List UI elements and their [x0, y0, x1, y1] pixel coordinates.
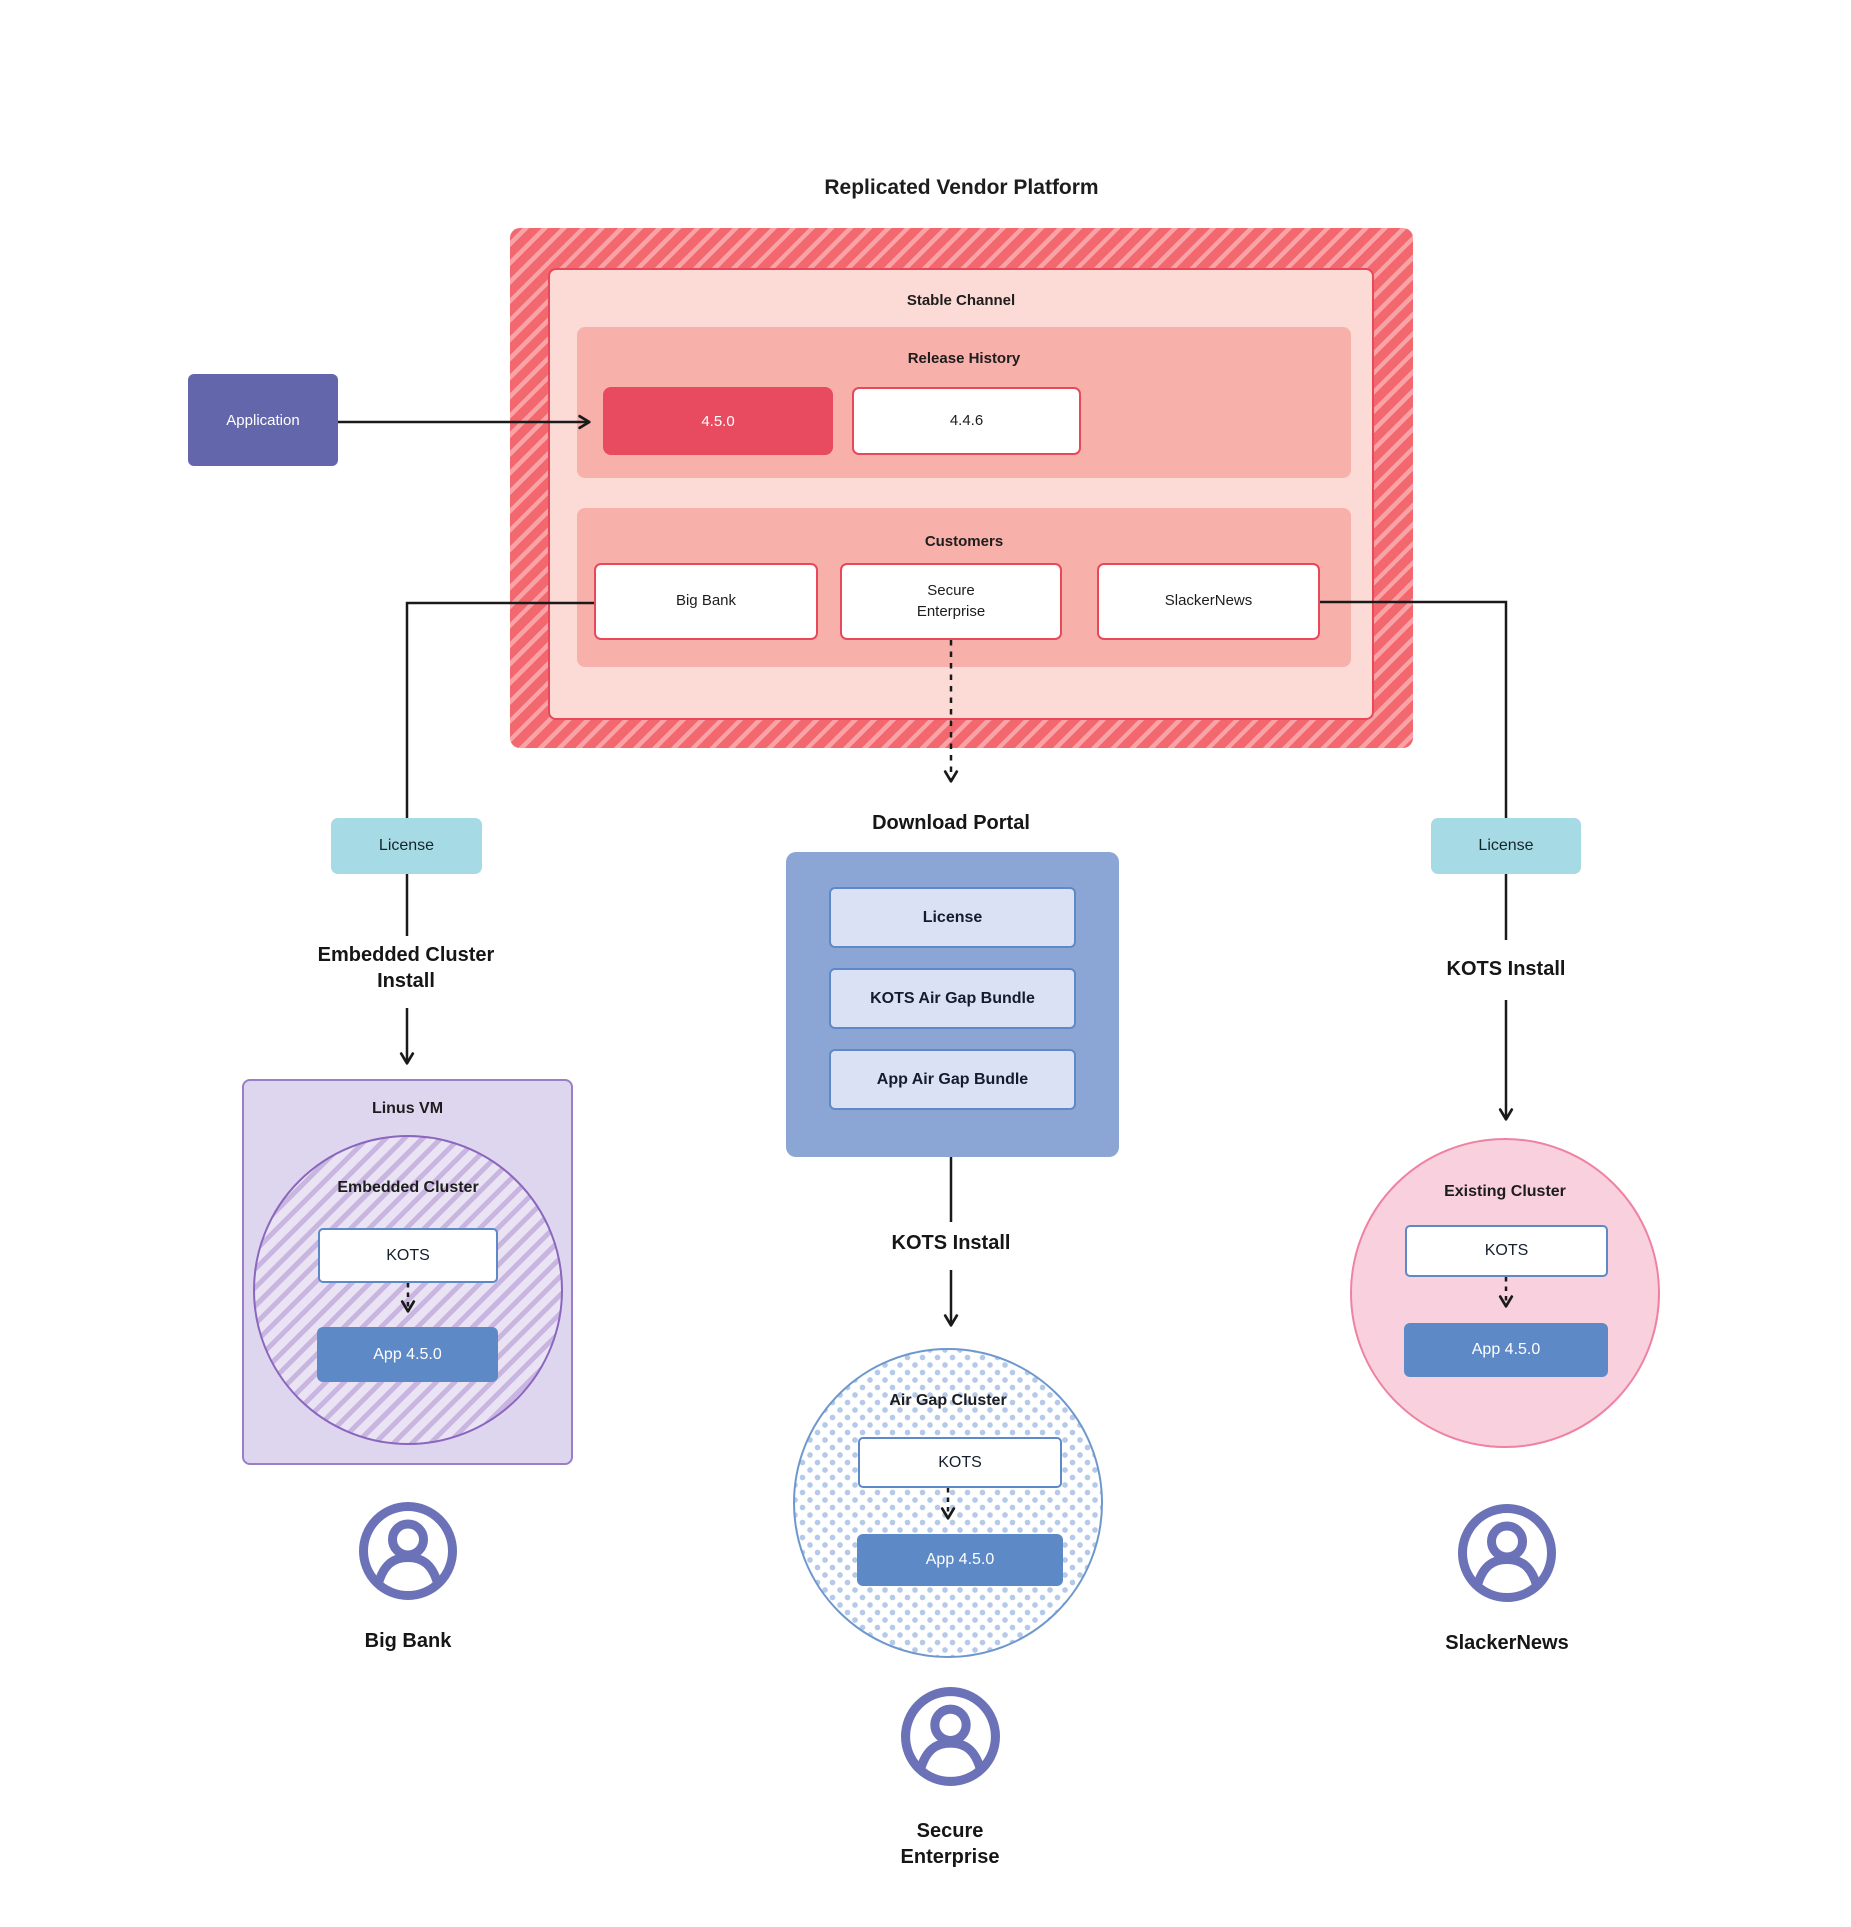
user-icon-big-bank	[359, 1502, 457, 1600]
customers-label: Customers	[924, 533, 1004, 550]
stable-channel-label: Stable Channel	[906, 292, 1016, 309]
customer-slackernews: SlackerNews	[1097, 563, 1320, 640]
embedded-cluster-install-line1: Embedded Cluster	[317, 944, 495, 966]
portal-item-app-air-gap-bundle: App Air Gap Bundle	[829, 1049, 1076, 1110]
app-box-existing: App 4.5.0	[1404, 1323, 1608, 1377]
user-icon-slackernews	[1458, 1504, 1556, 1602]
app-box-embedded: App 4.5.0	[317, 1327, 498, 1382]
application-box: Application	[188, 374, 338, 466]
user-label-slackernews: SlackerNews	[1357, 1630, 1657, 1656]
portal-item-kots-air-gap-bundle: KOTS Air Gap Bundle	[829, 968, 1076, 1029]
customer-secure-enterprise-label: Secure	[927, 582, 975, 600]
user-label-secure-enterprise: Secure Enterprise	[800, 1818, 1100, 1870]
app-box-airgap: App 4.5.0	[857, 1534, 1063, 1586]
customer-big-bank-label: Big Bank	[675, 592, 737, 610]
embedded-cluster-install-line2: Install	[377, 970, 435, 992]
user-label-big-bank: Big Bank	[258, 1628, 558, 1654]
license-box-left: License	[331, 818, 482, 874]
air-gap-cluster-label: Air Gap Cluster	[889, 1392, 1007, 1409]
user-label-big-bank-line1: Big Bank	[364, 1630, 452, 1652]
kots-box-embedded: KOTS	[318, 1228, 498, 1283]
download-portal-title: Download Portal	[872, 812, 1030, 834]
release-4-5-0: 4.5.0	[603, 387, 833, 455]
portal-item-license: License	[829, 887, 1076, 948]
customer-secure-enterprise-label-2: Enterprise	[916, 602, 986, 620]
release-history-label: Release History	[907, 350, 1021, 367]
kots-box-existing: KOTS	[1405, 1225, 1608, 1277]
kots-install-label-middle: KOTS Install	[891, 1232, 1011, 1254]
customer-big-bank: Big Bank	[594, 563, 818, 640]
user-label-secure-line2: Enterprise	[900, 1846, 1000, 1868]
embedded-cluster-label: Embedded Cluster	[337, 1179, 479, 1196]
embedded-cluster-install-label: Embedded Cluster Install	[256, 942, 556, 994]
kots-box-airgap: KOTS	[858, 1437, 1062, 1488]
kots-install-label-right: KOTS Install	[1446, 958, 1566, 980]
linus-vm-label: Linus VM	[371, 1100, 444, 1117]
user-icon-secure-enterprise	[901, 1687, 1000, 1786]
customer-slackernews-label: SlackerNews	[1164, 592, 1253, 610]
license-box-right: License	[1431, 818, 1581, 874]
air-gap-cluster-circle	[793, 1348, 1103, 1658]
user-label-secure-line1: Secure	[916, 1820, 984, 1842]
customer-secure-enterprise: Secure Enterprise	[840, 563, 1062, 640]
user-label-slackernews-line1: SlackerNews	[1445, 1632, 1569, 1654]
diagram-title: Replicated Vendor Platform	[824, 176, 1099, 199]
existing-cluster-label: Existing Cluster	[1444, 1183, 1566, 1200]
release-4-4-6: 4.4.6	[852, 387, 1081, 455]
